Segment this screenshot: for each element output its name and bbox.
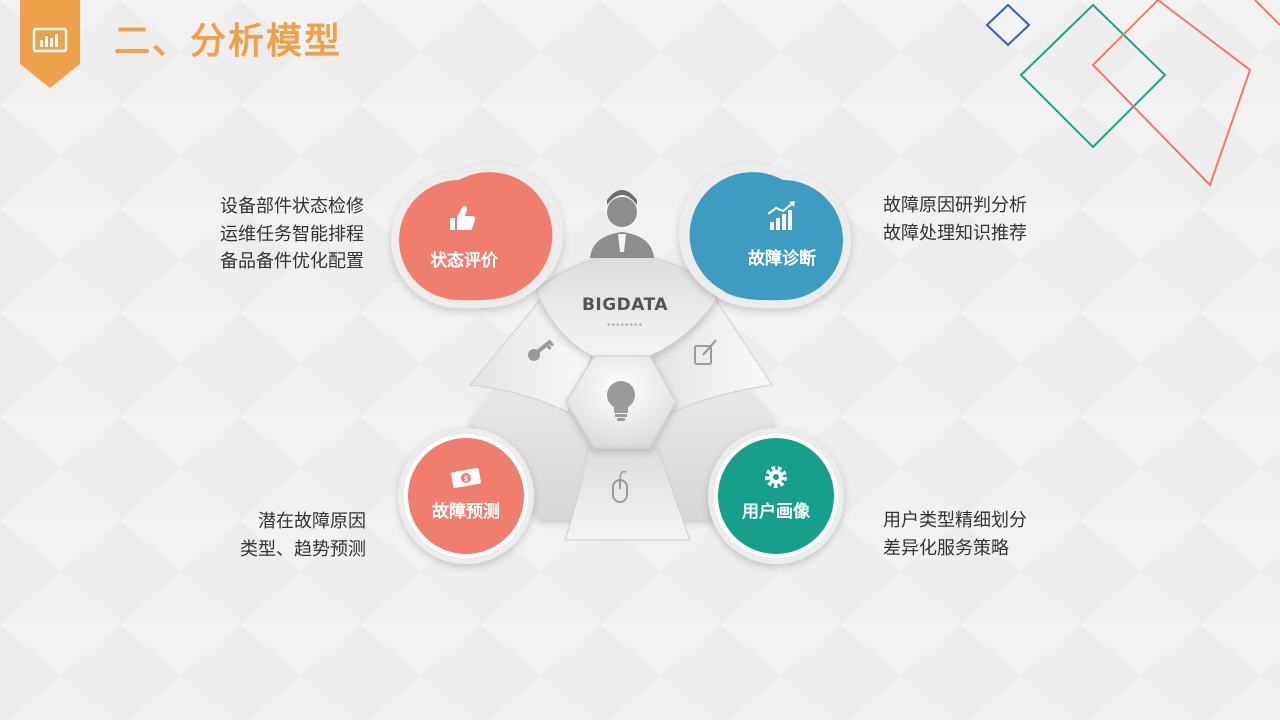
desc-line: 故障处理知识推荐: [883, 222, 1027, 244]
mouse-icon: [612, 470, 628, 503]
center-label: BIGDATA: [581, 295, 669, 315]
desc-line: 类型、趋势预测: [240, 538, 366, 560]
bubble-top-right-shape: [678, 163, 851, 309]
presentation-chart-icon: [32, 27, 68, 53]
node-fault-prediction[interactable]: 故障预测: [411, 501, 521, 523]
money-icon: $: [451, 468, 481, 488]
desc-line: 运维任务智能排程: [220, 223, 364, 245]
bubble-bottom-right-shape: [708, 428, 844, 564]
bubble-bottom-left-shape: [398, 428, 534, 564]
gear-icon: [765, 466, 787, 488]
key-icon: [528, 339, 555, 361]
node-label: 状态评价: [430, 251, 498, 271]
desc-line: 潜在故障原因: [258, 511, 366, 532]
svg-text:$: $: [464, 475, 469, 483]
desc-line: 用户类型精细划分: [883, 510, 1027, 531]
node-fault-diagnosis[interactable]: 故障诊断: [727, 248, 837, 270]
edit-icon: [694, 339, 717, 365]
page-title: 二、分析模型: [114, 21, 343, 62]
desc-line: 备品备件优化配置: [220, 251, 364, 272]
node-label: 故障诊断: [748, 249, 816, 269]
desc-line: 故障原因研判分析: [883, 195, 1027, 216]
desc-top-right: 故障原因研判分析 故障处理知识推荐: [883, 192, 1053, 247]
title-badge: [20, 0, 80, 88]
desc-bottom-left: 潜在故障原因 类型、趋势预测: [200, 508, 366, 563]
node-label: 用户画像: [742, 502, 810, 522]
decorative-diamonds: [985, 0, 1280, 187]
desc-line: 设备部件状态检修: [220, 196, 364, 217]
person-icon: [590, 190, 654, 258]
desc-line: 差异化服务策略: [883, 537, 1009, 559]
thumbs-up-icon: [450, 205, 476, 230]
node-label: 故障预测: [432, 502, 500, 522]
analysis-model-diagram: $: [391, 163, 851, 564]
bubble-top-left-shape: [391, 163, 564, 309]
desc-bottom-right: 用户类型精细划分 差异化服务策略: [883, 507, 1053, 562]
node-user-profile[interactable]: 用户画像: [721, 501, 831, 523]
center-sublabel: ********: [607, 322, 643, 330]
desc-top-left: 设备部件状态检修 运维任务智能排程 备品备件优化配置: [200, 193, 364, 276]
lightbulb-icon: [607, 381, 635, 421]
node-status-evaluation[interactable]: 状态评价: [409, 250, 519, 272]
chart-trend-icon: [767, 201, 795, 230]
